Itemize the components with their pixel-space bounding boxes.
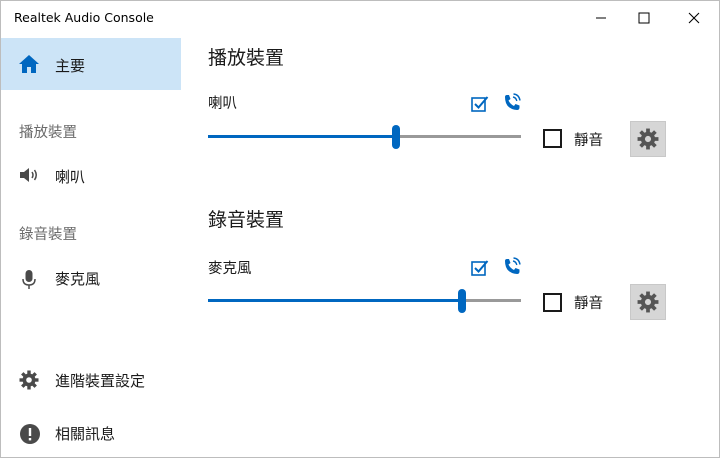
sidebar-item-speaker-label: 喇叭: [55, 168, 86, 186]
microphone-icon: [19, 269, 39, 295]
speaker-mute-checkbox[interactable]: [543, 129, 562, 148]
sidebar-item-microphone[interactable]: 麥克風: [1, 258, 181, 298]
microphone-volume-fill: [208, 299, 462, 302]
sidebar-item-speaker[interactable]: 喇叭: [1, 155, 181, 195]
main-content: 播放裝置 喇叭 靜音: [181, 35, 719, 457]
sidebar-item-home-label: 主要: [55, 57, 86, 75]
title-bar: Realtek Audio Console: [1, 1, 719, 35]
speaker-icon: [19, 166, 41, 188]
sidebar-item-microphone-label: 麥克風: [55, 270, 101, 288]
microphone-volume-track: [462, 299, 521, 302]
communication-phone-icon[interactable]: [502, 257, 522, 281]
communication-phone-icon[interactable]: [502, 93, 522, 117]
speaker-volume-slider[interactable]: [208, 125, 521, 149]
microphone-settings-button[interactable]: [630, 284, 666, 320]
microphone-mute-label: 靜音: [574, 296, 603, 312]
minimize-icon: [596, 17, 606, 19]
gear-icon: [19, 370, 39, 394]
playback-title: 播放裝置: [208, 47, 285, 69]
recording-section-label: 錄音裝置: [19, 227, 77, 243]
close-icon: [688, 12, 700, 24]
speaker-volume-track: [396, 135, 521, 138]
recording-title: 錄音裝置: [208, 209, 285, 231]
speaker-device-name: 喇叭: [208, 96, 237, 112]
sidebar-item-info[interactable]: 相關訊息: [1, 412, 181, 452]
microphone-volume-slider[interactable]: [208, 289, 521, 313]
close-button[interactable]: [671, 1, 717, 35]
sidebar-item-advanced-settings[interactable]: 進階裝置設定: [1, 359, 181, 399]
minimize-button[interactable]: [578, 1, 624, 35]
sidebar-item-home[interactable]: 主要: [1, 38, 181, 90]
home-icon: [18, 54, 40, 78]
microphone-mute-checkbox[interactable]: [543, 293, 562, 312]
window-title: Realtek Audio Console: [14, 10, 154, 25]
sidebar-item-advanced-settings-label: 進階裝置設定: [55, 372, 146, 390]
speaker-volume-fill: [208, 135, 396, 138]
gear-icon: [637, 128, 659, 150]
sidebar-item-info-label: 相關訊息: [55, 425, 116, 443]
speaker-mute-label: 靜音: [574, 133, 603, 149]
speaker-settings-button[interactable]: [630, 121, 666, 157]
microphone-device-name: 麥克風: [208, 261, 252, 277]
sidebar: 主要 播放裝置 喇叭 錄音裝置 麥克風: [1, 35, 181, 457]
speaker-volume-thumb[interactable]: [392, 125, 400, 149]
info-icon: [19, 423, 41, 449]
maximize-icon: [638, 12, 650, 24]
default-device-check-icon[interactable]: [471, 95, 489, 116]
gear-icon: [637, 291, 659, 313]
playback-section-label: 播放裝置: [19, 125, 77, 141]
default-device-check-icon[interactable]: [471, 259, 489, 280]
maximize-button[interactable]: [621, 1, 667, 35]
microphone-volume-thumb[interactable]: [458, 289, 466, 313]
